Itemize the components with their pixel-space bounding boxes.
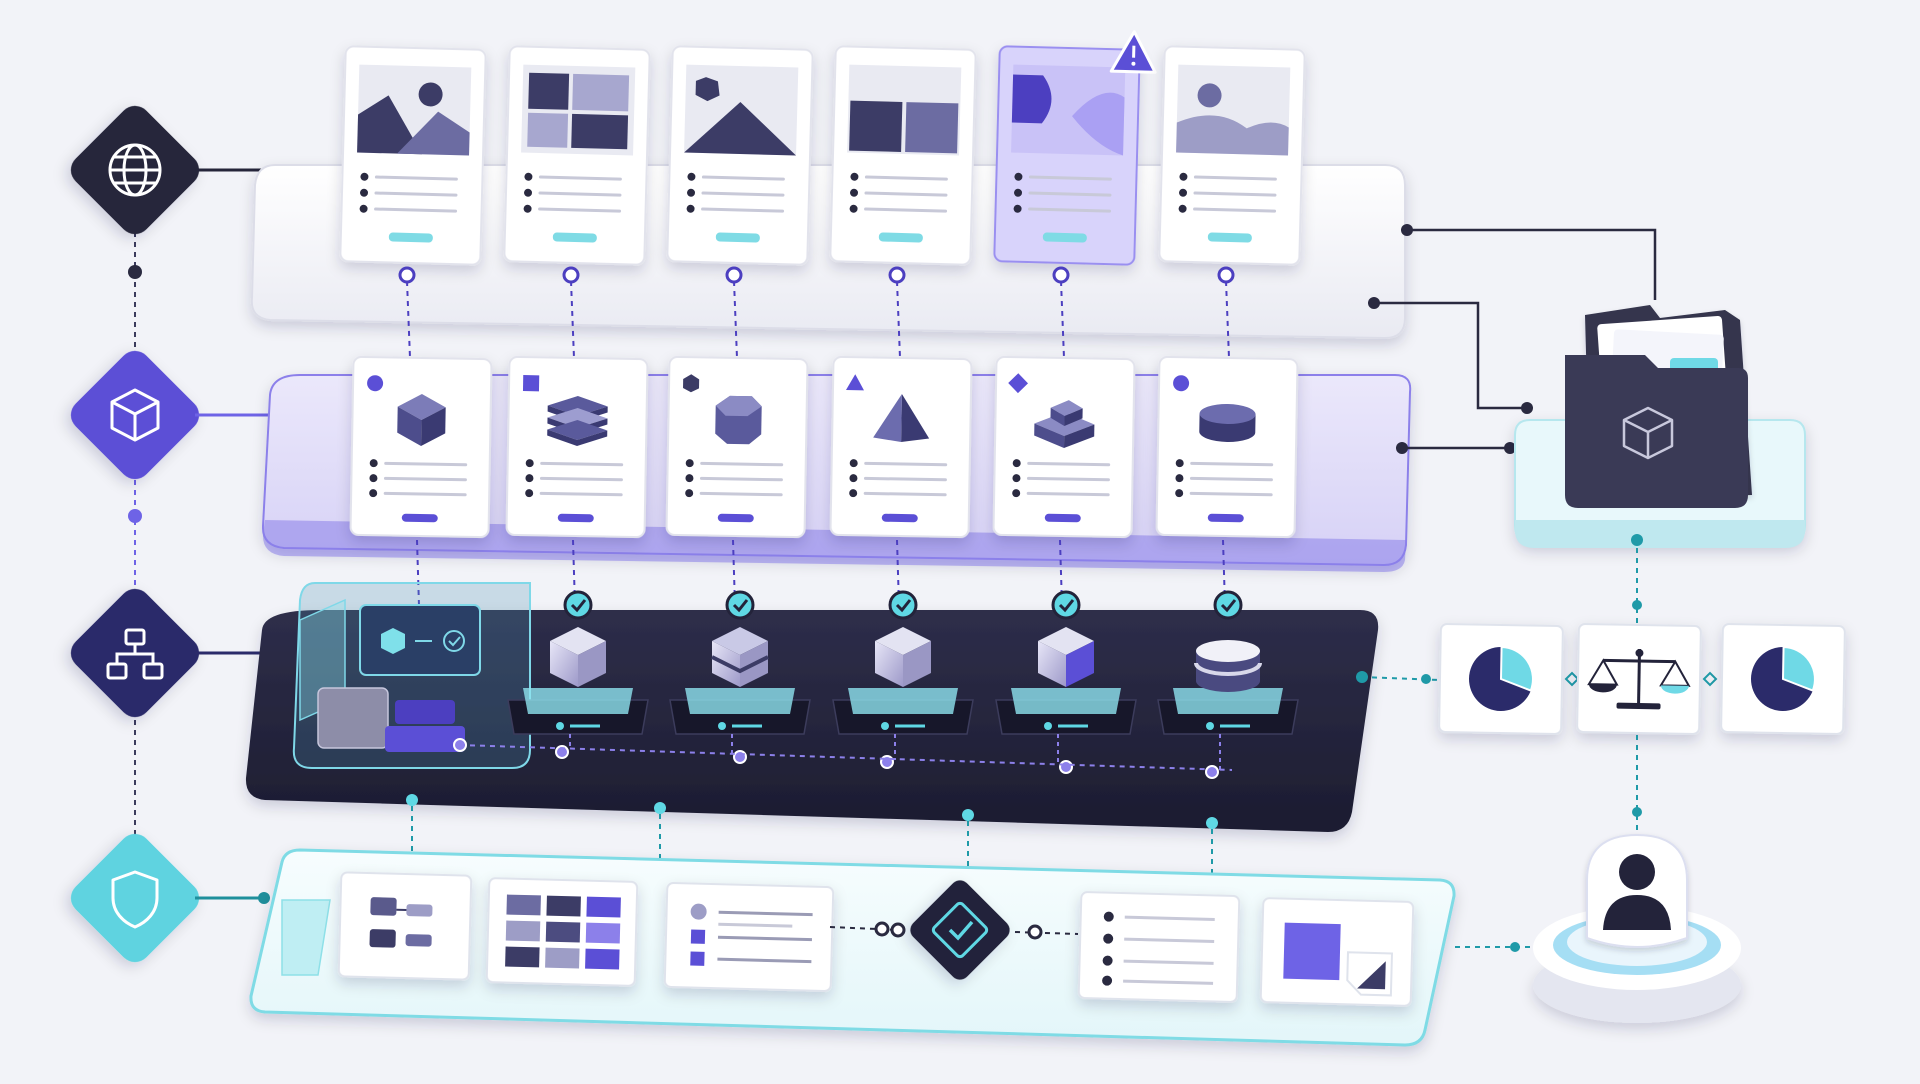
- bus-node: [1060, 761, 1072, 773]
- model-card[interactable]: [1156, 357, 1297, 537]
- presentation-card[interactable]: [340, 46, 486, 265]
- connector-node: [1219, 268, 1233, 282]
- model-layer: [263, 357, 1410, 606]
- mountain-sun-image-icon: [357, 65, 471, 156]
- connector-node: [962, 809, 974, 821]
- bus-node: [1206, 766, 1218, 778]
- check-icon: [1215, 592, 1241, 618]
- check-icon: [890, 592, 916, 618]
- model-card[interactable]: [350, 357, 491, 537]
- connector-node: [1206, 817, 1218, 829]
- folder-cube-icon: [1565, 305, 1752, 508]
- check-icon: [1053, 592, 1079, 618]
- security-layer: [251, 850, 1454, 1045]
- shield-node[interactable]: [64, 827, 270, 968]
- presentation-card[interactable]: [504, 46, 650, 265]
- presentation-layer: [252, 28, 1405, 358]
- governance-card[interactable]: [1577, 624, 1701, 734]
- model-card[interactable]: [993, 357, 1134, 537]
- model-card[interactable]: [506, 357, 647, 537]
- connector-node: [564, 268, 578, 282]
- security-card[interactable]: [487, 878, 638, 986]
- model-card[interactable]: [666, 357, 807, 537]
- connector-node: [400, 268, 414, 282]
- presentation-card[interactable]: [1159, 46, 1305, 265]
- security-card[interactable]: [1261, 898, 1414, 1006]
- connector-node: [890, 268, 904, 282]
- split-image-icon: [847, 65, 961, 156]
- hexagon-prism-icon: [715, 396, 762, 445]
- repository-folder[interactable]: [1515, 305, 1805, 548]
- dashboard-grid-icon: [505, 895, 621, 970]
- user-pedestal[interactable]: [1533, 835, 1741, 1023]
- presentation-card[interactable]: [994, 28, 1156, 265]
- cylinder-icon: [1196, 640, 1260, 692]
- legend-dot: [128, 265, 142, 279]
- network-node[interactable]: [64, 582, 278, 723]
- security-card[interactable]: [665, 883, 834, 991]
- connector-node: [727, 268, 741, 282]
- abstract-shape-image-icon: [1011, 65, 1125, 156]
- check-icon: [727, 592, 753, 618]
- governance-card[interactable]: [1439, 624, 1563, 734]
- security-card[interactable]: [1079, 892, 1240, 1002]
- grid-image-icon: [521, 65, 635, 156]
- presentation-card[interactable]: [667, 46, 813, 265]
- connector-node: [1054, 268, 1068, 282]
- connector-node: [654, 802, 666, 814]
- runtime-console[interactable]: [294, 583, 530, 768]
- model-card[interactable]: [830, 357, 971, 537]
- connector-node: [406, 794, 418, 806]
- governance-card[interactable]: [1721, 624, 1845, 734]
- legend-dot: [128, 509, 142, 523]
- security-card[interactable]: [339, 872, 472, 979]
- monitor-check-icon: [360, 605, 480, 675]
- landscape-image-icon: [1176, 65, 1290, 156]
- check-icon: [565, 592, 591, 618]
- mountain-hexagon-image-icon: [684, 65, 798, 156]
- bus-node: [734, 751, 746, 763]
- runtime-layer: [246, 583, 1378, 885]
- cylinder-icon: [1199, 404, 1256, 443]
- presentation-card[interactable]: [830, 46, 976, 265]
